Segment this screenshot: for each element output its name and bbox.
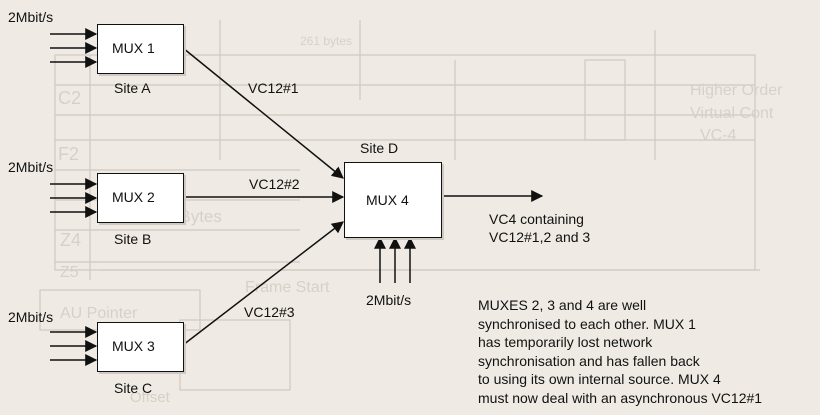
vc4-output-label-line1: VC4 containing [489, 211, 584, 227]
site-d-label: Site D [360, 140, 399, 156]
svg-text:Z5: Z5 [60, 264, 79, 281]
note-line: synchronised to each other. MUX 1 [478, 315, 696, 332]
site-b-label: Site B [114, 231, 152, 247]
mux1-box: MUX 1 [97, 24, 184, 74]
note-line: has temporarily lost network [478, 334, 653, 350]
svg-text:Frame Start: Frame Start [245, 279, 330, 296]
mux4-label: MUX 4 [366, 192, 409, 208]
link-vc12-3 [182, 221, 344, 346]
mux1-label: MUX 1 [112, 40, 155, 56]
svg-text:Z4: Z4 [60, 230, 81, 250]
mux3-box: MUX 3 [97, 322, 184, 372]
vc12-2-label: VC12#2 [249, 176, 300, 192]
site-c-label: Site C [114, 380, 153, 396]
note-line: must now deal with an asynchronous VC12#… [478, 389, 763, 406]
vc12-3-label: VC12#3 [244, 304, 295, 320]
vc4-output-label-line2: VC12#1,2 and 3 [489, 229, 591, 245]
svg-text:261 bytes: 261 bytes [300, 34, 352, 48]
site-a-label: Site A [114, 80, 151, 96]
svg-text:F2: F2 [58, 144, 79, 164]
svg-text:VC-4: VC-4 [700, 127, 737, 144]
svg-text:Offset: Offset [130, 389, 171, 406]
mux2-input-rate-label: 2Mbit/s [8, 159, 54, 175]
note-line: MUXES 2, 3 and 4 are well [478, 297, 647, 313]
mux4-input-rate-label: 2Mbit/s [366, 292, 412, 308]
svg-text:Higher Order: Higher Order [690, 82, 783, 99]
mux3-input-rate-label: 2Mbit/s [8, 309, 54, 325]
svg-text:AU Pointer: AU Pointer [60, 305, 138, 322]
mux2-box: MUX 2 [97, 173, 184, 223]
note-line: synchronisation and has fallen back [478, 352, 700, 369]
mux4-box: MUX 4 [344, 162, 442, 238]
mux3-label: MUX 3 [112, 338, 155, 354]
sync-explanation-note: MUXES 2, 3 and 4 are well synchronised t… [478, 296, 762, 407]
svg-text:C2: C2 [58, 88, 81, 108]
mux1-input-rate-label: 2Mbit/s [8, 9, 54, 25]
mux2-label: MUX 2 [112, 189, 155, 205]
note-line: to using its own internal source. MUX 4 [478, 371, 721, 387]
svg-text:Virtual Cont: Virtual Cont [690, 105, 774, 122]
link-vc12-1 [182, 47, 344, 179]
vc12-1-label: VC12#1 [248, 80, 299, 96]
